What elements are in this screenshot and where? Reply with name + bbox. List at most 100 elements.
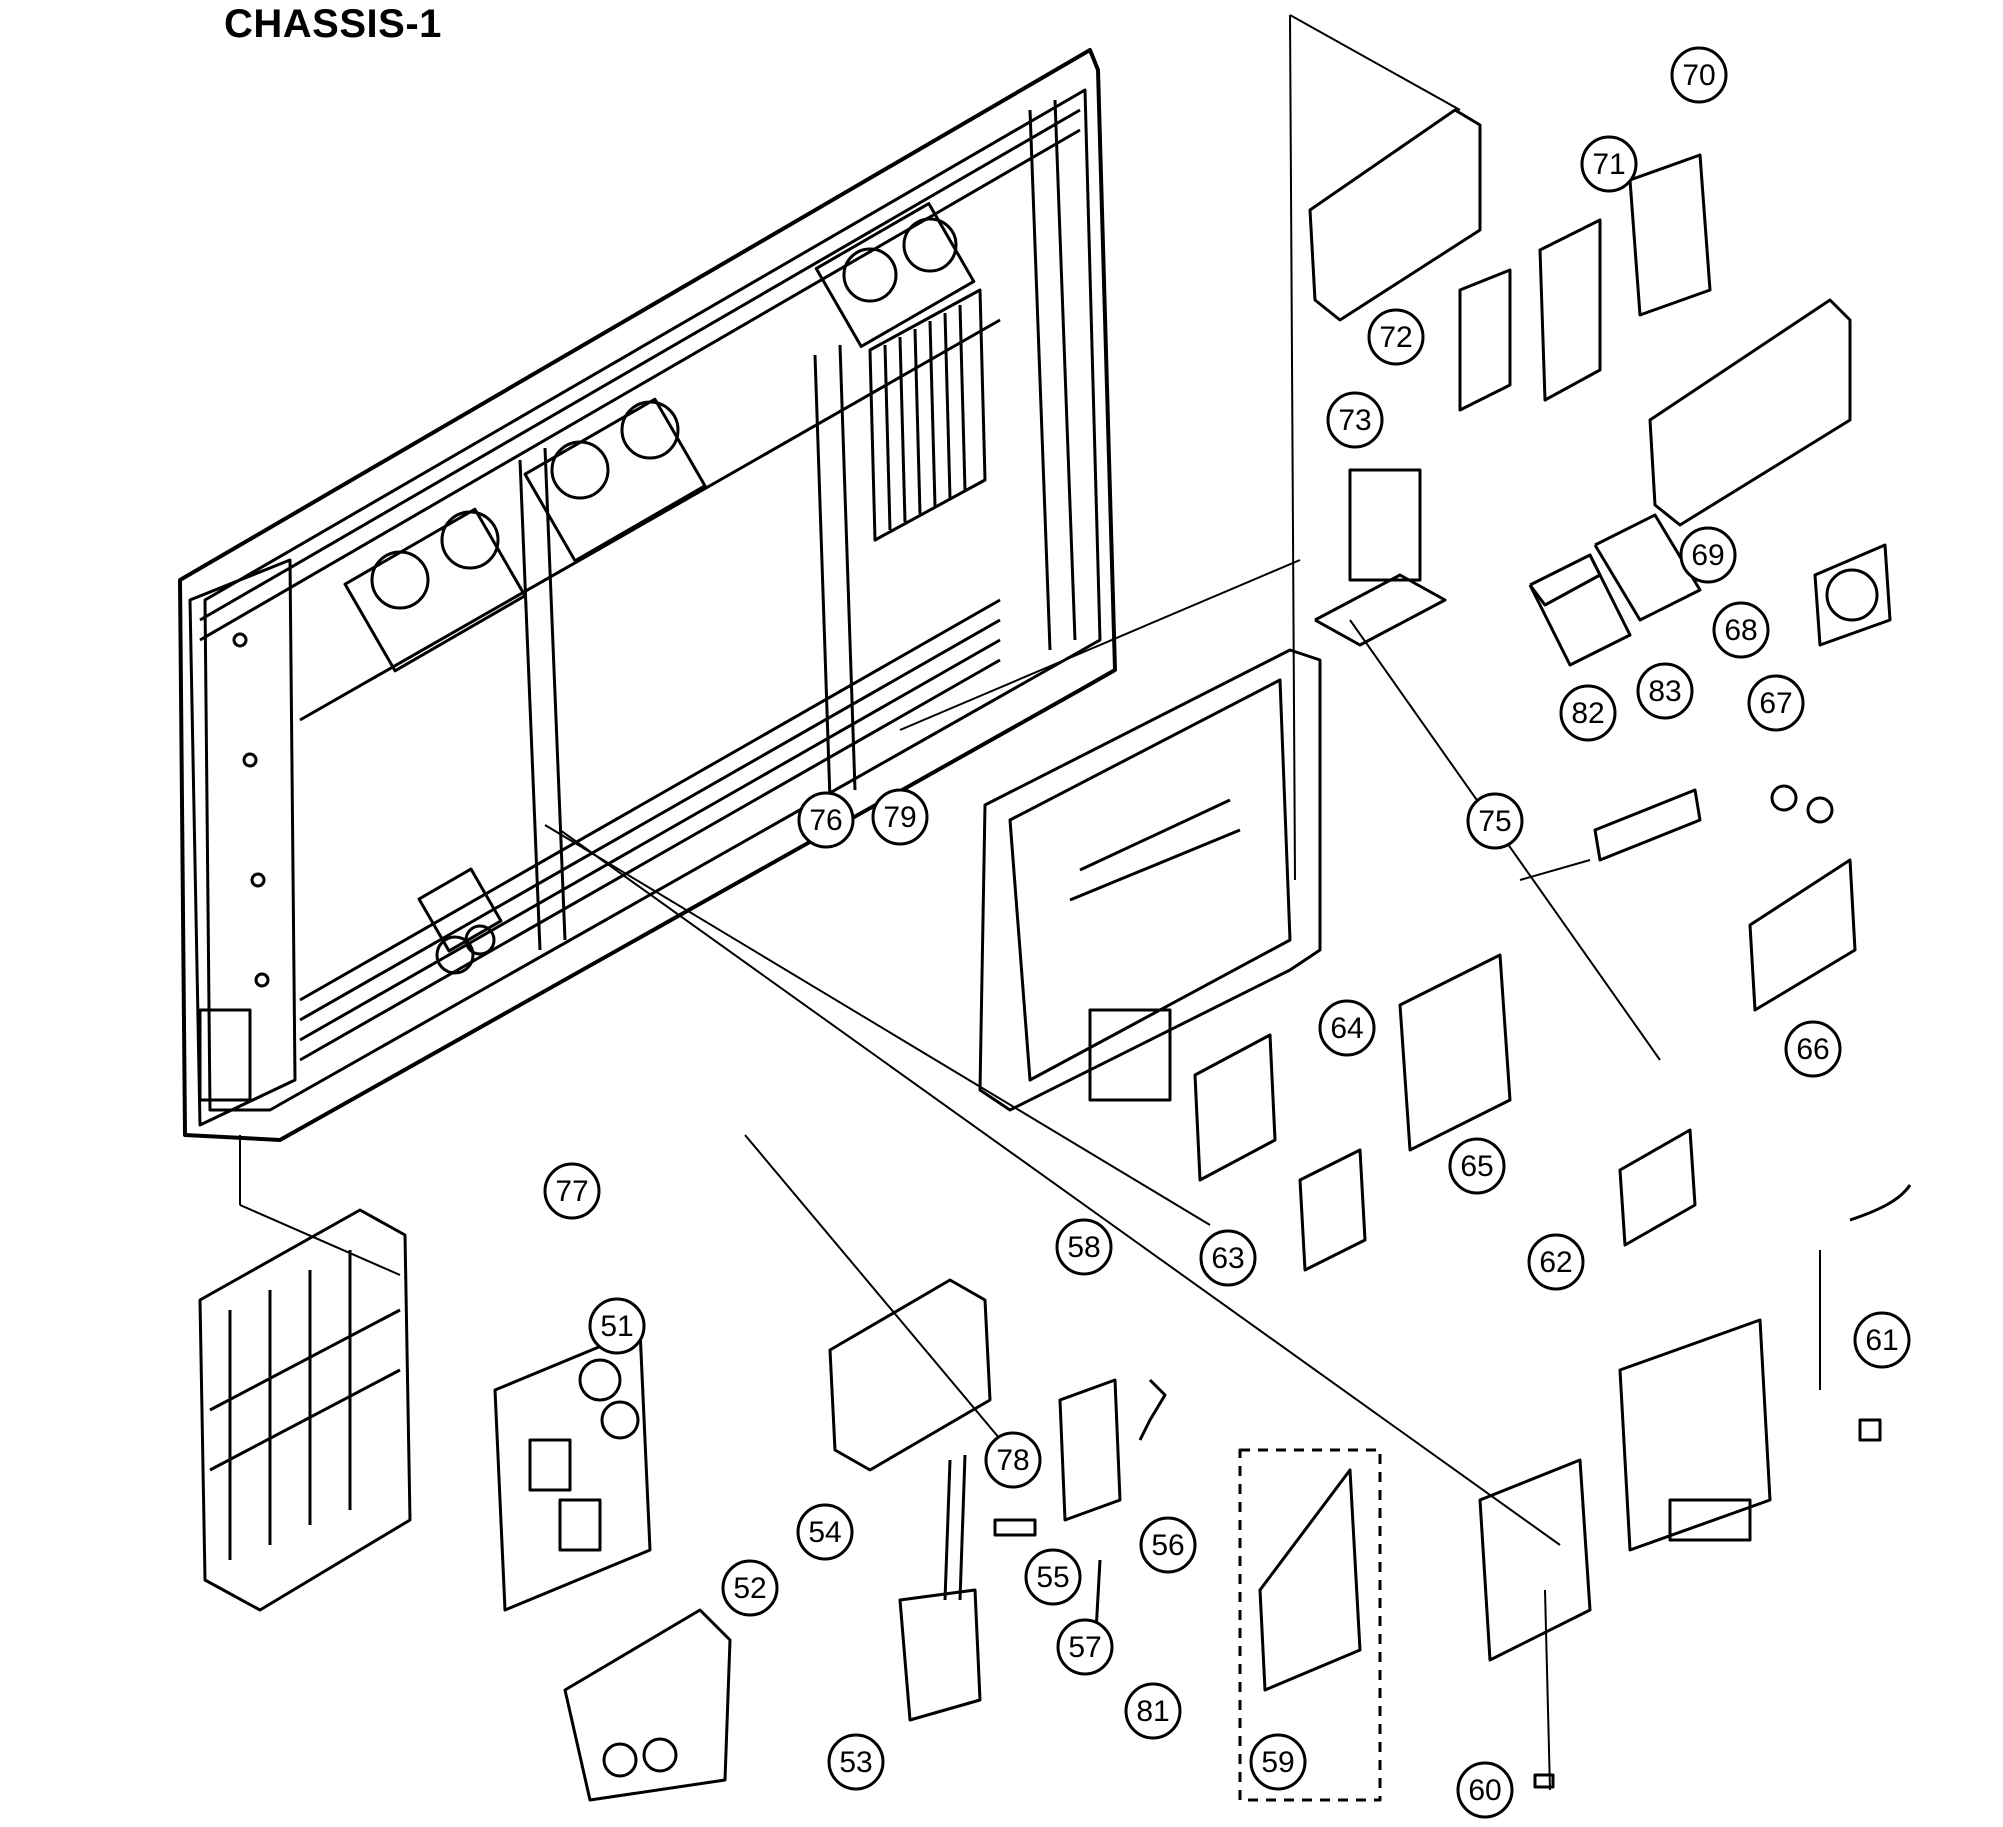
callout-circle bbox=[1056, 1618, 1114, 1676]
callout-63: 63 bbox=[1199, 1229, 1257, 1287]
callout-circle bbox=[588, 1297, 646, 1355]
callout-circle bbox=[1527, 1233, 1585, 1291]
callout-59: 59 bbox=[1249, 1733, 1307, 1791]
callout-circle bbox=[1712, 601, 1770, 659]
callout-label: 66 bbox=[1796, 1033, 1829, 1066]
callout-78: 78 bbox=[984, 1431, 1042, 1489]
callout-label: 70 bbox=[1682, 59, 1715, 92]
callout-75: 75 bbox=[1466, 792, 1524, 850]
callout-label: 76 bbox=[809, 804, 842, 837]
callout-label: 81 bbox=[1136, 1695, 1169, 1728]
callout-58: 58 bbox=[1055, 1218, 1113, 1276]
callout-70: 70 bbox=[1670, 46, 1728, 104]
callout-label: 82 bbox=[1571, 697, 1604, 730]
callout-label: 54 bbox=[808, 1516, 841, 1549]
callout-circle bbox=[827, 1733, 885, 1791]
callout-53: 53 bbox=[827, 1733, 885, 1791]
callout-label: 51 bbox=[600, 1310, 633, 1343]
callout-76: 76 bbox=[797, 791, 855, 849]
callout-label: 83 bbox=[1648, 675, 1681, 708]
callout-79: 79 bbox=[871, 788, 929, 846]
callout-circle bbox=[1055, 1218, 1113, 1276]
callout-62: 62 bbox=[1527, 1233, 1585, 1291]
callout-circle bbox=[1318, 999, 1376, 1057]
callout-label: 53 bbox=[839, 1746, 872, 1779]
callout-circle bbox=[1139, 1516, 1197, 1574]
callout-label: 75 bbox=[1478, 805, 1511, 838]
callout-label: 60 bbox=[1468, 1774, 1501, 1807]
callout-label: 63 bbox=[1211, 1242, 1244, 1275]
callout-54: 54 bbox=[796, 1503, 854, 1561]
callout-circle bbox=[1024, 1548, 1082, 1606]
callout-label: 69 bbox=[1691, 539, 1724, 572]
center-shield-drawing bbox=[978, 468, 1697, 1272]
callout-circle bbox=[1367, 308, 1425, 366]
callout-circle bbox=[1124, 1682, 1182, 1740]
callout-circle bbox=[1559, 684, 1617, 742]
rear-frame-drawing bbox=[178, 48, 1117, 1142]
callout-52: 52 bbox=[721, 1559, 779, 1617]
callout-circle bbox=[1249, 1733, 1307, 1791]
callout-65: 65 bbox=[1448, 1137, 1506, 1195]
callout-circle bbox=[1466, 792, 1524, 850]
callout-circle bbox=[1580, 135, 1638, 193]
callout-51: 51 bbox=[588, 1297, 646, 1355]
callout-label: 59 bbox=[1261, 1746, 1294, 1779]
callout-66: 66 bbox=[1784, 1020, 1842, 1078]
callout-label: 61 bbox=[1865, 1324, 1898, 1357]
callout-circle bbox=[984, 1431, 1042, 1489]
callout-label: 57 bbox=[1068, 1631, 1101, 1664]
callout-label: 65 bbox=[1460, 1150, 1493, 1183]
callout-circle bbox=[797, 791, 855, 849]
callout-label: 72 bbox=[1379, 321, 1412, 354]
callout-55: 55 bbox=[1024, 1548, 1082, 1606]
callout-label: 68 bbox=[1724, 614, 1757, 647]
callout-circle bbox=[1199, 1229, 1257, 1287]
callout-60: 60 bbox=[1456, 1761, 1514, 1819]
callout-label: 73 bbox=[1338, 404, 1371, 437]
callout-circle bbox=[1679, 526, 1737, 584]
lower-middle-parts-drawing bbox=[828, 1278, 1167, 1722]
callout-circle bbox=[1670, 46, 1728, 104]
callout-circle bbox=[543, 1162, 601, 1220]
diagram-title: CHASSIS-1 bbox=[224, 2, 442, 46]
callout-81: 81 bbox=[1124, 1682, 1182, 1740]
lower-left-parts-drawing bbox=[198, 1208, 732, 1802]
callout-64: 64 bbox=[1318, 999, 1376, 1057]
callout-circle bbox=[1784, 1020, 1842, 1078]
callout-61: 61 bbox=[1853, 1311, 1911, 1369]
callout-circle bbox=[1448, 1137, 1506, 1195]
callout-label: 78 bbox=[996, 1444, 1029, 1477]
callout-83: 83 bbox=[1636, 662, 1694, 720]
callout-label: 55 bbox=[1036, 1561, 1069, 1594]
callout-label: 58 bbox=[1067, 1231, 1100, 1264]
assembly-leader-lines bbox=[239, 14, 1821, 1791]
callout-circle bbox=[1456, 1761, 1514, 1819]
callout-69: 69 bbox=[1679, 526, 1737, 584]
callout-circle bbox=[1326, 391, 1384, 449]
callout-circle bbox=[1747, 674, 1805, 732]
callout-label: 67 bbox=[1759, 687, 1792, 720]
callout-label: 52 bbox=[733, 1572, 766, 1605]
callout-77: 77 bbox=[543, 1162, 601, 1220]
callout-label: 62 bbox=[1539, 1246, 1572, 1279]
callout-67: 67 bbox=[1747, 674, 1805, 732]
callout-circle bbox=[1853, 1311, 1911, 1369]
callout-label: 79 bbox=[883, 801, 916, 834]
callout-circle bbox=[1636, 662, 1694, 720]
callout-circle bbox=[796, 1503, 854, 1561]
callout-72: 72 bbox=[1367, 308, 1425, 366]
callout-label: 71 bbox=[1592, 148, 1625, 181]
callout-56: 56 bbox=[1139, 1516, 1197, 1574]
callout-label: 56 bbox=[1151, 1529, 1184, 1562]
callout-71: 71 bbox=[1580, 135, 1638, 193]
upper-right-parts-drawing bbox=[1308, 108, 1892, 1012]
callout-circle bbox=[871, 788, 929, 846]
callout-circle bbox=[721, 1559, 779, 1617]
callout-label: 64 bbox=[1330, 1012, 1363, 1045]
callout-73: 73 bbox=[1326, 391, 1384, 449]
callout-68: 68 bbox=[1712, 601, 1770, 659]
callout-label: 77 bbox=[555, 1175, 588, 1208]
